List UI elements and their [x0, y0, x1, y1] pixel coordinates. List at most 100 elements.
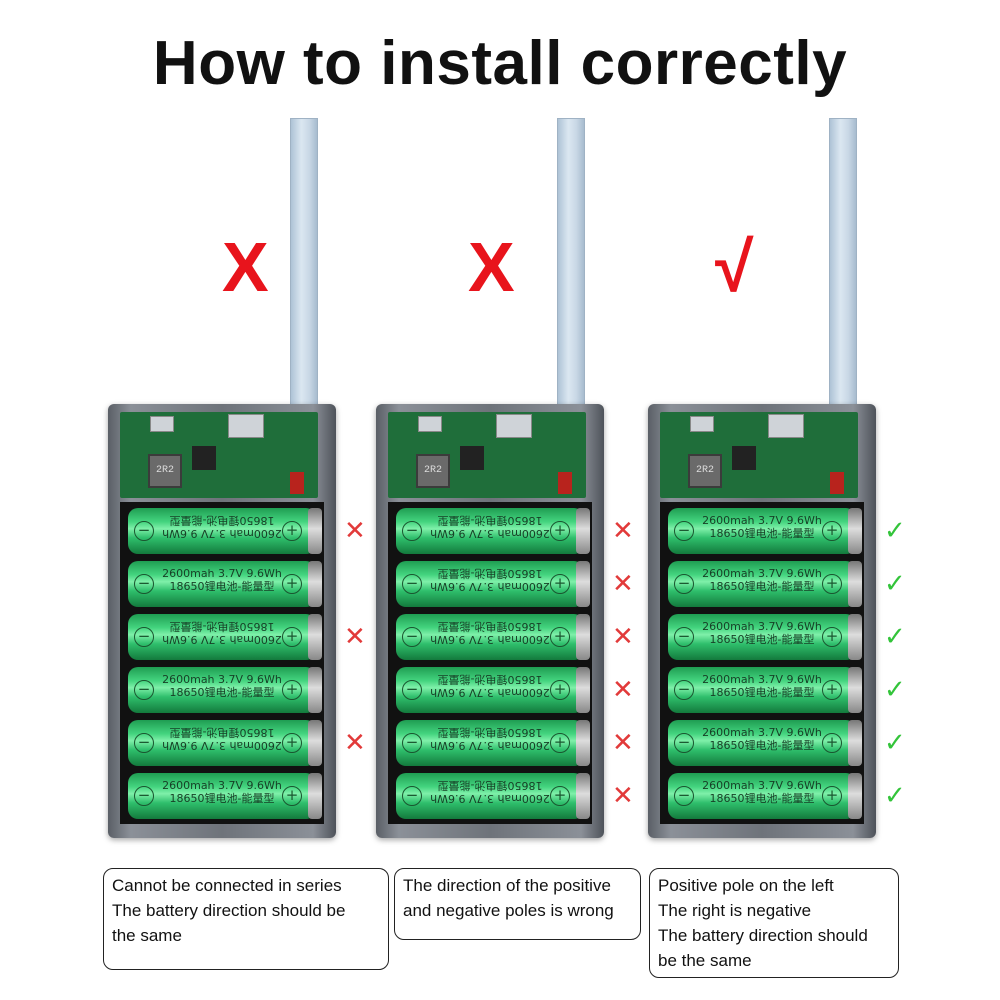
ic-chip — [732, 446, 756, 470]
caption-line: Cannot be connected in series — [112, 876, 342, 895]
pole-symbol: + — [822, 521, 842, 541]
pole-symbol: − — [134, 680, 154, 700]
cross-icon: ✕ — [612, 622, 634, 652]
caption-line: The battery direction should — [658, 926, 868, 945]
pole-symbol: + — [550, 680, 570, 700]
check-icon: ✓ — [884, 569, 906, 599]
pole-symbol: + — [282, 786, 302, 806]
caption-line: be the same — [658, 951, 752, 970]
pole-symbol: − — [674, 627, 694, 647]
cell-label-spec: 2600mah 3.7V 9.6Wh — [162, 567, 282, 580]
inductor-coil: 2R2 — [688, 454, 722, 488]
cell-label-type: 18650锂电池-能量型 — [169, 792, 275, 805]
check-icon: ✓ — [884, 728, 906, 758]
check-icon: ✓ — [884, 516, 906, 546]
cell-label-spec: 2600mah 3.7V 9.6Wh — [430, 686, 550, 699]
cell-label-spec: 2600mah 3.7V 9.6Wh — [162, 739, 282, 752]
cell-label-spec: 2600mah 3.7V 9.6Wh — [702, 567, 822, 580]
verdict-check-icon: √ — [715, 228, 754, 306]
cell-label-type: 18650锂电池-能量型 — [709, 792, 815, 805]
cell-label-type: 18650锂电池-能量型 — [709, 739, 815, 752]
cell-label-type: 18650锂电池-能量型 — [437, 514, 543, 527]
pole-symbol: − — [134, 733, 154, 753]
red-component — [830, 472, 844, 494]
check-icon: ✓ — [884, 781, 906, 811]
pole-symbol: + — [282, 680, 302, 700]
cross-icon: ✕ — [612, 728, 634, 758]
battery-terminal — [308, 561, 322, 607]
pole-symbol: + — [822, 627, 842, 647]
pole-symbol: + — [282, 574, 302, 594]
pole-symbol: − — [134, 627, 154, 647]
caption-line: and negative poles is wrong — [403, 901, 614, 920]
pole-symbol: − — [674, 574, 694, 594]
pole-symbol: − — [674, 521, 694, 541]
cell-label-type: 18650锂电池-能量型 — [169, 580, 275, 593]
pole-symbol: + — [550, 733, 570, 753]
cross-icon: ✕ — [344, 622, 366, 652]
ic-chip — [192, 446, 216, 470]
pole-symbol: − — [134, 786, 154, 806]
cell-label-type: 18650锂电池-能量型 — [709, 633, 815, 646]
pole-symbol: + — [822, 733, 842, 753]
cell-label-type: 18650锂电池-能量型 — [437, 567, 543, 580]
pole-symbol: + — [550, 574, 570, 594]
battery-terminal — [848, 720, 862, 766]
battery-terminal — [308, 508, 322, 554]
cell-label-type: 18650锂电池-能量型 — [709, 527, 815, 540]
battery-terminal — [576, 720, 590, 766]
battery-terminal — [576, 773, 590, 819]
cross-icon: ✕ — [612, 516, 634, 546]
pole-symbol: + — [822, 680, 842, 700]
cross-icon: ✕ — [612, 675, 634, 705]
cell-label-type: 18650锂电池-能量型 — [437, 726, 543, 739]
usb-port — [228, 414, 264, 438]
cell-label-type: 18650锂电池-能量型 — [437, 620, 543, 633]
pole-symbol: + — [822, 574, 842, 594]
cell-label-type: 18650锂电池-能量型 — [169, 620, 275, 633]
pole-symbol: + — [282, 627, 302, 647]
verdict-cross-icon: X — [468, 228, 515, 306]
cell-label-type: 18650锂电池-能量型 — [437, 673, 543, 686]
battery-terminal — [848, 773, 862, 819]
pole-symbol: + — [550, 786, 570, 806]
battery-terminal — [848, 614, 862, 660]
cell-label-type: 18650锂电池-能量型 — [169, 726, 275, 739]
pole-symbol: + — [550, 627, 570, 647]
caption-line: The direction of the positive — [403, 876, 611, 895]
pole-symbol: + — [282, 521, 302, 541]
pole-symbol: − — [402, 786, 422, 806]
cell-label-type: 18650锂电池-能量型 — [169, 514, 275, 527]
pole-symbol: + — [282, 733, 302, 753]
check-icon: ✓ — [884, 622, 906, 652]
inductor-coil: 2R2 — [416, 454, 450, 488]
cross-icon: ✕ — [612, 781, 634, 811]
battery-terminal — [308, 667, 322, 713]
usb-port — [418, 416, 442, 432]
pole-symbol: − — [674, 680, 694, 700]
battery-terminal — [308, 720, 322, 766]
